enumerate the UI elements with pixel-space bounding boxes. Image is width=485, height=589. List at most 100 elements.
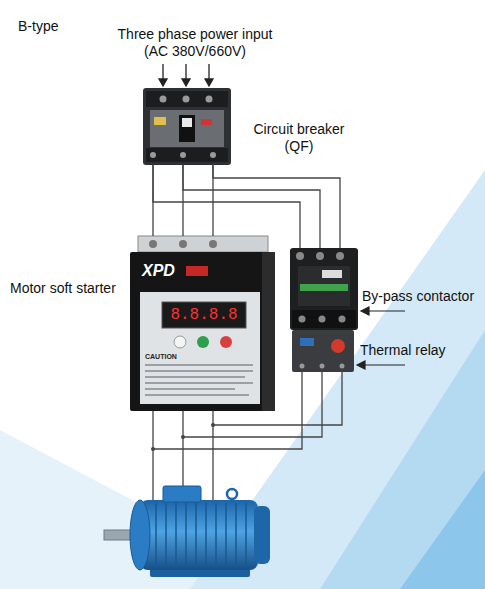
leader-line: [364, 364, 405, 365]
screw: [179, 240, 187, 248]
breaker-face: [150, 110, 224, 147]
device-label: Motor soft starter: [10, 280, 116, 297]
background: [0, 170, 485, 589]
breaker-drawing: [143, 88, 231, 165]
arrow-line: [185, 64, 186, 80]
circuit-breaker: Circuit breaker (QF): [143, 88, 231, 165]
starter-panel: [140, 292, 260, 404]
screw: [183, 96, 190, 103]
fin: [185, 503, 187, 567]
starter-side: [262, 252, 275, 411]
screw: [160, 96, 167, 103]
contactor-terminals: [292, 310, 356, 328]
bg-shape: [0, 430, 300, 589]
device-label: By-pass contactor: [362, 288, 474, 305]
fin: [195, 503, 197, 567]
fin: [175, 503, 177, 567]
contactor-plate: [322, 270, 342, 278]
screw: [336, 252, 344, 260]
power-input-label: Three phase power input (AC 380V/660V): [104, 26, 286, 60]
leader-arrows: [357, 307, 405, 369]
contactor-drawing: [290, 248, 358, 330]
fin: [235, 503, 237, 567]
screw: [320, 364, 325, 369]
arrow-line: [208, 64, 209, 80]
contactor-stripe: [300, 284, 348, 291]
fine-print: [145, 388, 235, 390]
motor-drawing: [104, 486, 270, 577]
wire: [183, 372, 322, 437]
led-display: [162, 302, 246, 328]
fin: [165, 503, 167, 567]
toggle-handle: [182, 118, 192, 127]
junction-dot: [181, 435, 185, 439]
bypass-contactor: By-pass contactor: [290, 248, 358, 330]
fine-print: [145, 394, 249, 396]
junction-dot: [151, 447, 155, 451]
breaker-test: [201, 119, 212, 125]
screw: [300, 364, 305, 369]
screw: [209, 240, 217, 248]
fin: [225, 503, 227, 567]
type-label: B-type: [18, 18, 58, 35]
screw: [150, 152, 156, 158]
breaker-toggle: [179, 115, 195, 142]
fine-print: [145, 364, 253, 366]
motor-fins: [156, 503, 246, 567]
screw: [149, 240, 157, 248]
arrow-head: [159, 79, 167, 86]
wire-connector: [153, 165, 340, 248]
eye-bolt: [227, 489, 237, 499]
leader-head: [361, 307, 369, 315]
screw: [180, 152, 186, 158]
arrow-line: [162, 64, 163, 80]
contactor-body: [290, 248, 358, 330]
junctions: [151, 423, 215, 451]
power-arrows: [159, 64, 213, 86]
bg-shape: [400, 470, 485, 589]
led-digits: 8.8.8.8: [162, 305, 246, 325]
screw: [316, 252, 324, 260]
fine-print: [145, 376, 245, 378]
breaker-body: [143, 88, 231, 165]
screw: [206, 96, 213, 103]
thermal-relay: Thermal relay: [292, 330, 354, 372]
device-label: Thermal relay: [360, 342, 446, 359]
arrow-head: [182, 79, 190, 86]
leader-line: [368, 310, 405, 311]
motor-body: [140, 500, 258, 570]
screw: [319, 316, 326, 323]
arrow-head: [205, 79, 213, 86]
wire: [153, 372, 302, 449]
screw: [340, 364, 345, 369]
button: [197, 336, 209, 348]
breaker-terminals: [146, 148, 228, 162]
logo-mark: [186, 266, 208, 276]
button: [174, 336, 186, 348]
screw: [210, 152, 216, 158]
terminal-box: [163, 486, 201, 502]
soft-starter-drawing: [130, 236, 275, 411]
relay-body: [292, 330, 354, 372]
junction-dot: [211, 423, 215, 427]
device-label: Circuit breaker (QF): [242, 121, 356, 155]
breaker-tag: [154, 117, 166, 125]
fin: [245, 503, 247, 567]
starter-terminal-bar: [138, 236, 268, 252]
relay-dial: [331, 339, 345, 353]
screw: [299, 316, 306, 323]
relay-button: [300, 338, 314, 346]
starter-body: [130, 252, 275, 411]
fin: [215, 503, 217, 567]
brand-logo: XPD: [142, 261, 175, 281]
fine-print: [145, 370, 253, 372]
motor-fan-cover: [254, 506, 270, 564]
caution-text: CAUTION: [145, 352, 177, 361]
fine-print: [145, 382, 253, 384]
motor-wires: [153, 372, 342, 500]
relay-drawing: [292, 330, 354, 372]
fin: [155, 503, 157, 567]
wire: [152, 411, 153, 500]
